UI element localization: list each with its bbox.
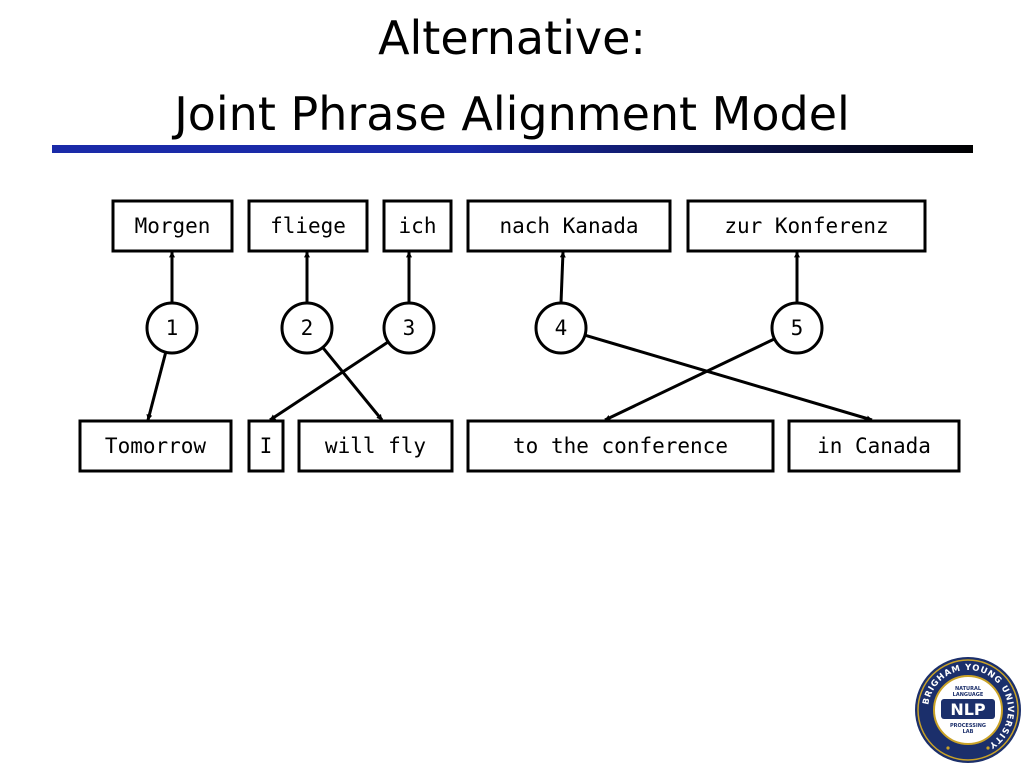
alignment-node-label: 3 [403, 316, 416, 340]
alignment-node-circle [770, 301, 824, 355]
logo-text-nlp: NLP [950, 700, 986, 719]
alignment-node-1: 1 [145, 301, 199, 355]
alignment-node-label: 1 [166, 316, 179, 340]
target-phrase-frame [247, 419, 285, 473]
slide-title-line-1: Alternative: [378, 11, 646, 65]
alignment-node-circle [280, 301, 334, 355]
target-phrase-frame [297, 419, 454, 473]
source-phrase-box-morgen: Morgen [111, 199, 234, 253]
target-phrase-box-i: I [247, 419, 285, 473]
source-phrase-label: ich [399, 214, 437, 238]
target-phrase-frame [787, 419, 961, 473]
target-phrase-label: I [260, 434, 273, 458]
source-phrase-label: fliege [270, 214, 346, 238]
source-phrase-label: nach Kanada [499, 214, 638, 238]
source-phrase-box-ich: ich [382, 199, 453, 253]
byu-nlp-lab-logo: BRIGHAM YOUNG UNIVERSITY NATURAL LANGUAG… [915, 657, 1021, 763]
target-phrase-label: to the conference [513, 434, 728, 458]
source-phrase-frame [686, 199, 927, 253]
logo-star-left [946, 746, 950, 750]
alignment-node-circle [382, 301, 436, 355]
link-1-to-target [146, 351, 168, 421]
alignment-node-4: 4 [534, 301, 588, 355]
logo-gold-rim [917, 659, 1019, 761]
source-phrase-frame [111, 199, 234, 253]
target-phrase-label: Tomorrow [105, 434, 207, 458]
link-4-to-target [584, 333, 873, 422]
logo-star-right [986, 746, 990, 750]
source-phrase-label: zur Konferenz [724, 214, 888, 238]
link-2-to-target [321, 346, 384, 421]
target-phrase-label: will fly [325, 434, 426, 458]
target-phrase-box-tomorrow: Tomorrow [78, 419, 233, 473]
alignment-node-label: 4 [555, 316, 568, 340]
logo-text-processing: PROCESSING [950, 723, 986, 729]
source-phrase-box-zur-konferenz: zur Konferenz [686, 199, 927, 253]
link-3-to-target [269, 340, 390, 422]
target-phrase-box-will-fly: will fly [297, 419, 454, 473]
alignment-node-circle [534, 301, 588, 355]
target-phrase-box-to-the-conference: to the conference [466, 419, 775, 473]
logo-text-lab: LAB [963, 729, 974, 735]
link-4-to-source [559, 251, 566, 304]
source-phrase-box-fliege: fliege [247, 199, 369, 253]
logo-text-language: LANGUAGE [953, 692, 984, 698]
alignment-node-3: 3 [382, 301, 436, 355]
source-phrase-label: Morgen [135, 214, 211, 238]
source-phrase-frame [382, 199, 453, 253]
alignment-node-2: 2 [280, 301, 334, 355]
title-underline [52, 145, 973, 153]
logo-text-natural: NATURAL [955, 686, 982, 692]
target-phrase-frame [466, 419, 775, 473]
target-phrase-label: in Canada [817, 434, 931, 458]
slide-title-line-2: Joint Phrase Alignment Model [174, 87, 850, 141]
source-phrase-frame [466, 199, 672, 253]
alignment-node-label: 5 [791, 316, 804, 340]
source-phrase-frame [247, 199, 369, 253]
target-phrase-box-in-canada: in Canada [787, 419, 961, 473]
alignment-node-circle [145, 301, 199, 355]
alignment-node-label: 2 [301, 316, 314, 340]
link-5-to-target [604, 337, 776, 422]
logo-nlp-banner [941, 699, 995, 719]
alignment-node-5: 5 [770, 301, 824, 355]
source-phrase-box-nach-kanada: nach Kanada [466, 199, 672, 253]
target-phrase-frame [78, 419, 233, 473]
